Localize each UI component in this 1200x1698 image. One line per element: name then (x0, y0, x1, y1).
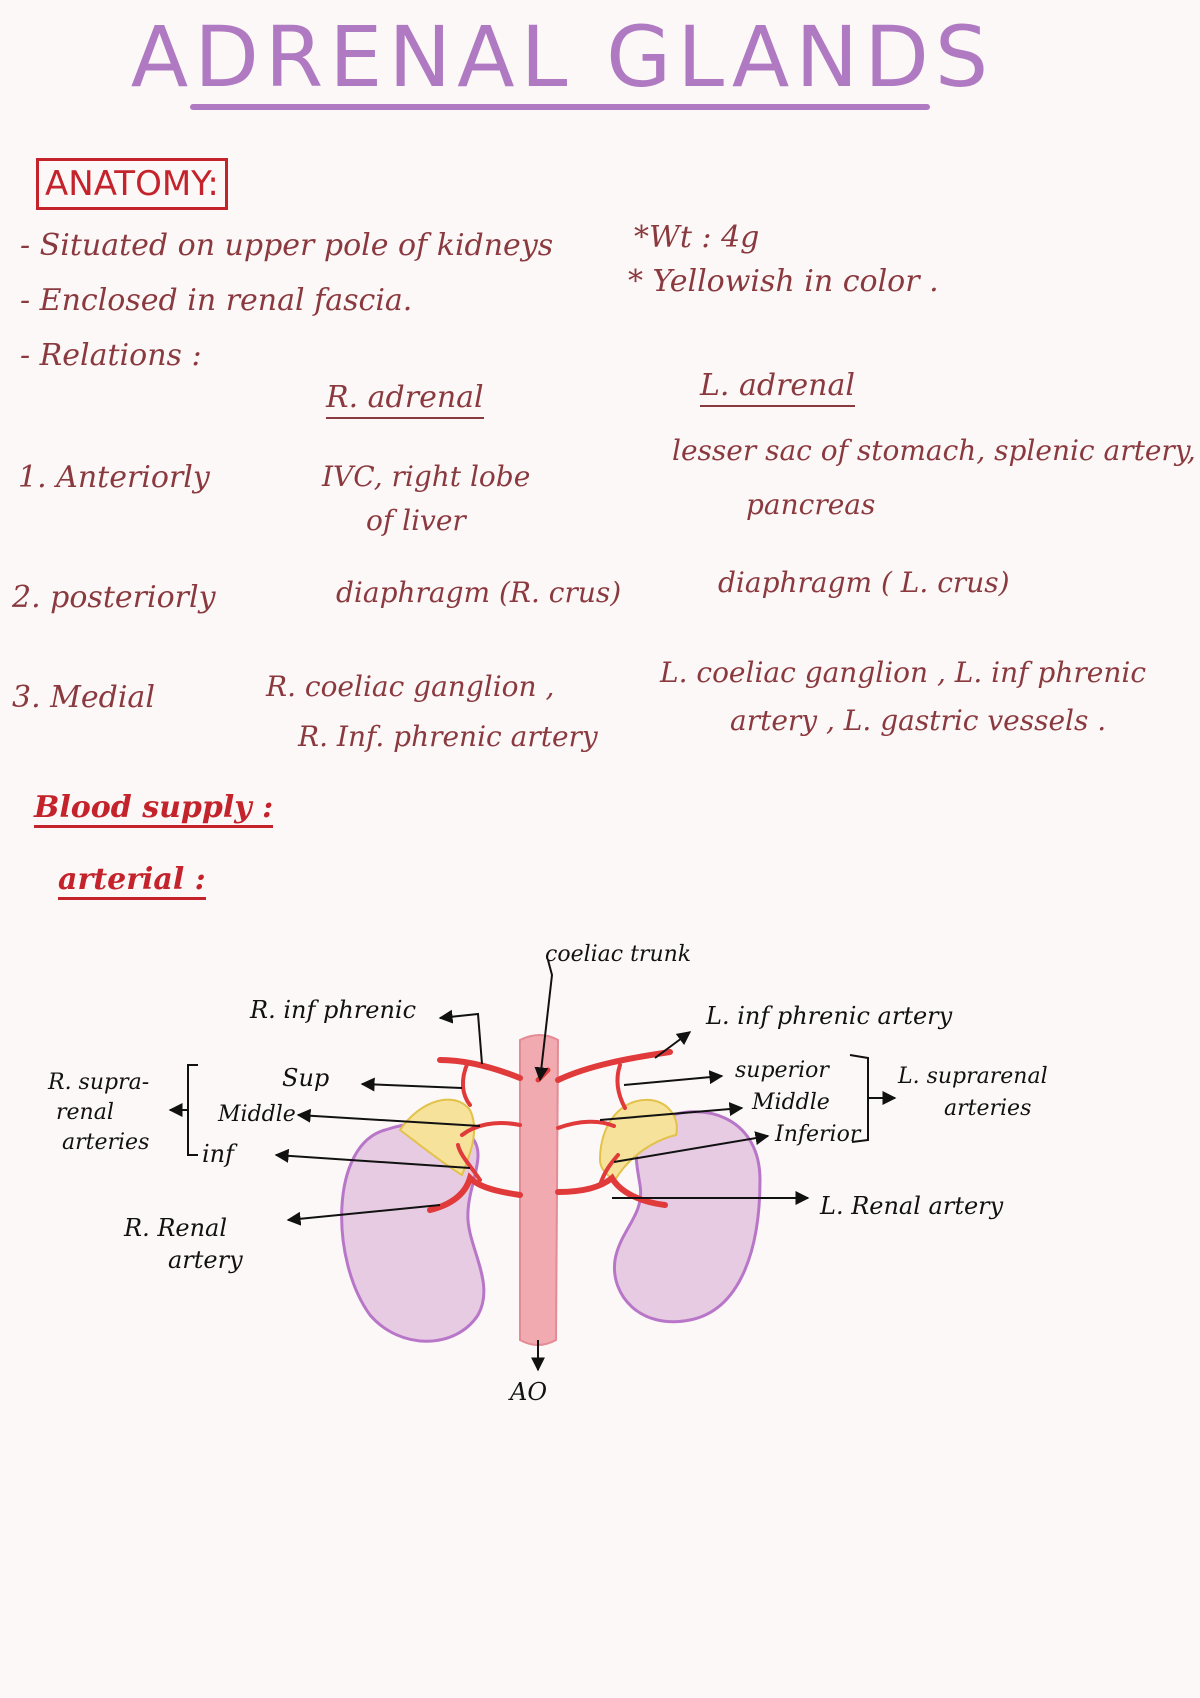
label-r-renal-1: R. Renal (124, 1214, 228, 1242)
label-inferior: Inferior (775, 1122, 861, 1147)
label-r-suprarenal-2: renal (56, 1100, 114, 1125)
arrow-l-middle (599, 1102, 744, 1121)
col-right-adrenal: R. adrenal (326, 380, 484, 419)
relation-label-medial: 3. Medial (12, 680, 155, 715)
left-renal-vessel (555, 1173, 668, 1208)
left-inf-phrenic-vessel (555, 1049, 673, 1083)
relation-left-anterior-2: pancreas (746, 488, 876, 521)
label-l-suprarenal-2: arteries (944, 1096, 1032, 1121)
label-aorta: AO (510, 1378, 548, 1406)
label-r-renal-2: artery (168, 1246, 243, 1274)
right-adrenal-gland (398, 1098, 476, 1177)
label-r-inf-phrenic: R. inf phrenic (250, 996, 417, 1024)
label-l-inf-phrenic: L. inf phrenic artery (706, 1002, 953, 1030)
relation-right-anterior-1: IVC, right lobe (322, 460, 531, 493)
right-inf-phrenic-vessel (437, 1057, 523, 1081)
relation-right-medial-1: R. coeliac ganglion , (266, 670, 555, 703)
label-l-renal: L. Renal artery (820, 1192, 1004, 1220)
arrow-inf (274, 1148, 471, 1169)
anatomy-point-2: - Enclosed in renal fascia. (20, 283, 413, 318)
left-adrenal-gland (598, 1098, 678, 1182)
relation-right-medial-2: R. Inf. phrenic artery (298, 720, 598, 753)
arrow-coeliac (534, 959, 554, 1082)
arrow-superior (623, 1070, 724, 1086)
fact-color: * Yellowish in color . (628, 264, 939, 299)
label-superior: superior (735, 1058, 829, 1083)
blood-supply-heading: Blood supply : (34, 790, 274, 828)
title-underline (190, 104, 930, 110)
relation-left-posterior: diaphragm ( L. crus) (718, 566, 1010, 599)
relation-left-medial-2: artery , L. gastric vessels . (730, 704, 1107, 737)
adrenal-arterial-diagram (0, 959, 1200, 1372)
relation-label-posterior: 2. posteriorly (12, 580, 216, 615)
arrow-inferior (613, 1131, 770, 1163)
fact-weight: *Wt : 4g (634, 220, 760, 255)
page-title: ADRENAL GLANDS (130, 8, 995, 106)
relation-left-anterior-1: lesser sac of stomach, splenic artery, (672, 434, 1196, 467)
label-r-suprarenal-1: R. supra- (48, 1070, 150, 1095)
bracket-left-suprarenal (849, 1054, 895, 1143)
label-r-suprarenal-3: arteries (62, 1130, 150, 1155)
relation-right-posterior: diaphragm (R. crus) (336, 576, 622, 609)
relation-left-medial-1: L. coeliac ganglion , L. inf phrenic (660, 656, 1146, 689)
arterial-subheading: arterial : (58, 862, 206, 900)
arrow-r-renal (286, 1204, 441, 1226)
anatomy-point-1: - Situated on upper pole of kidneys (20, 228, 554, 263)
relation-right-anterior-2: of liver (366, 504, 466, 537)
arrow-sup (360, 1077, 463, 1092)
label-inf: inf (202, 1140, 235, 1168)
right-middle-suprarenal-vessel (460, 1121, 522, 1137)
arrow-l-inf-phrenic (654, 1031, 692, 1059)
anatomy-heading: ANATOMY: (36, 158, 228, 210)
bracket-right-suprarenal (170, 1064, 198, 1156)
label-l-suprarenal-1: L. suprarenal (898, 1064, 1048, 1089)
label-coeliac-trunk: coeliac trunk (545, 942, 692, 967)
relation-label-anterior: 1. Anteriorly (18, 460, 210, 495)
aorta (519, 1034, 560, 1346)
label-middle: Middle (218, 1102, 296, 1127)
col-left-adrenal: L. adrenal (700, 368, 855, 407)
left-sup-suprarenal-vessel (615, 1063, 627, 1110)
right-sup-suprarenal-vessel (461, 1060, 472, 1107)
anatomy-point-3: - Relations : (20, 338, 202, 373)
arrow-middle (296, 1108, 481, 1127)
right-renal-vessel (427, 1172, 523, 1213)
left-kidney (612, 1110, 762, 1324)
arrow-r-inf-phrenic (438, 1009, 483, 1065)
label-sup: Sup (282, 1064, 330, 1092)
left-middle-suprarenal-vessel (556, 1119, 616, 1130)
label-l-middle: Middle (752, 1090, 830, 1115)
right-inf-suprarenal-vessel (456, 1143, 482, 1182)
